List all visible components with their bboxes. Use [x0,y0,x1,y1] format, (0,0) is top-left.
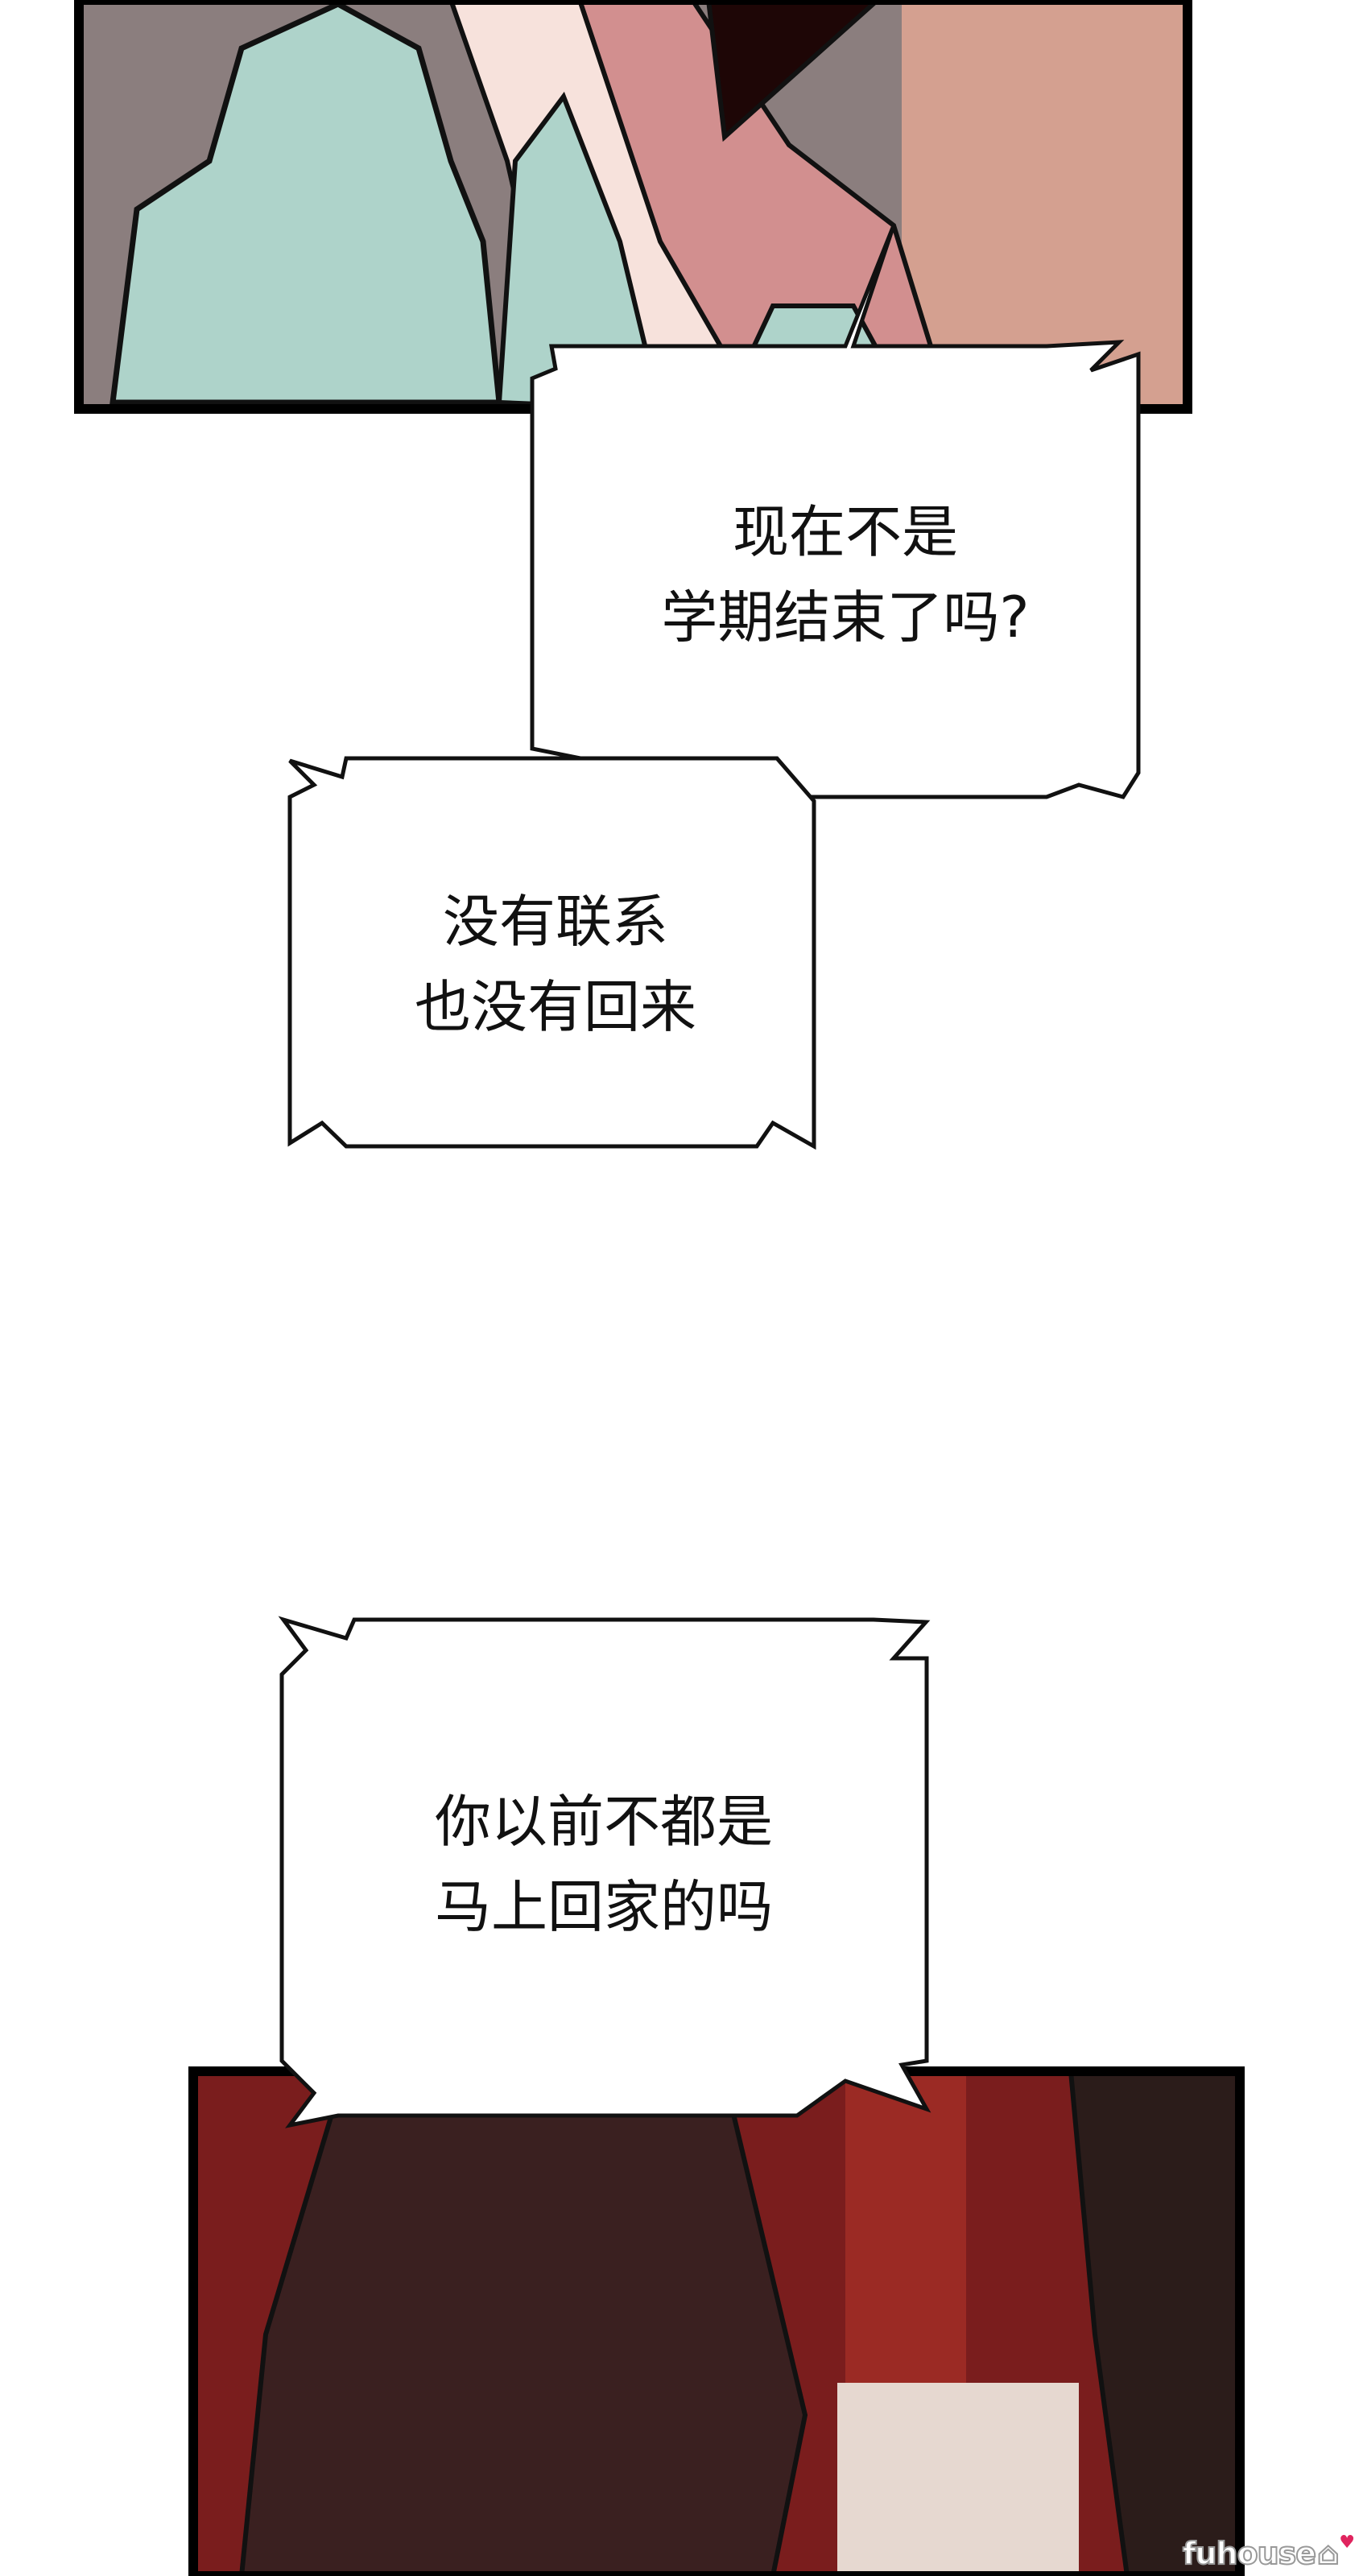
bubble-line: 你以前不都是 [435,1789,773,1855]
bubble-line: 也没有回来 [415,974,696,1040]
house-heart-icon: ⌂ [1316,2535,1340,2572]
watermark: fuhouse⌂♥ [1182,2533,1355,2573]
speech-bubble-3 [278,1616,931,2128]
heart-icon: ♥ [1339,2533,1355,2553]
bubble-line: 学期结束了吗? [661,584,1030,650]
watermark-text: fuhouse [1182,2535,1317,2572]
bottom-panel [188,2066,1245,2576]
speech-bubble-1 [530,225,1141,799]
bubble-line: 马上回家的吗 [435,1874,773,1940]
bubble-3-text: 你以前不都是 马上回家的吗 [338,1779,870,1950]
bubble-2-text: 没有联系 也没有回来 [338,879,773,1050]
bubble-line: 没有联系 [443,889,668,955]
bubble-line: 现在不是 [733,499,958,565]
speech-bubble-2 [287,756,816,1150]
bubble-1-text: 现在不是 学期结束了吗? [612,489,1079,660]
